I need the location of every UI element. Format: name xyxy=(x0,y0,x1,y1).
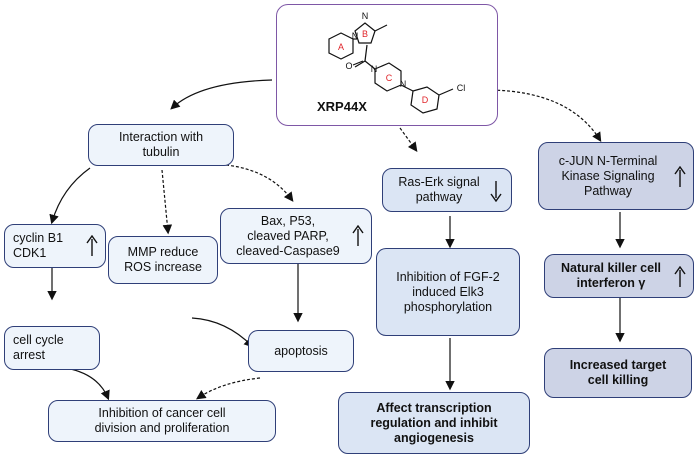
arrow-cellcycle-to-inhibition xyxy=(65,367,110,401)
down-arrow-icon xyxy=(490,181,502,202)
pyrazole-ring xyxy=(354,22,376,44)
ring-label-d: D xyxy=(422,95,429,105)
compound-name: XRP44X xyxy=(317,99,367,114)
arrow-mmp-to-apoptosis xyxy=(191,317,254,348)
atom-o: O xyxy=(345,61,352,71)
atom-cl: Cl xyxy=(457,83,466,93)
arrow-tubulin-to-cyclin xyxy=(49,167,91,225)
ring-label-a: A xyxy=(338,42,344,52)
arrow-compound-to-tubulin xyxy=(170,79,273,110)
up-arrow-icon xyxy=(86,235,98,256)
compound-structure: A B C D N N O N N Cl xyxy=(328,11,466,114)
node-bax: Bax, P53,cleaved PARP,cleaved-Caspase9 xyxy=(220,208,372,264)
up-arrow-icon xyxy=(674,266,686,287)
node-apoptosis: apoptosis xyxy=(248,330,354,372)
arrow-compound-to-raserk xyxy=(399,127,418,152)
phenyl-ring-a xyxy=(328,32,354,60)
ring-label-b: B xyxy=(362,29,368,39)
up-arrow-icon xyxy=(674,166,686,187)
atom-n4: N xyxy=(400,79,407,89)
arrow-tubulin-to-mmp xyxy=(161,169,173,235)
compound-box: A B C D N N O N N Cl XRP44X xyxy=(276,4,498,126)
atom-n1: N xyxy=(362,11,369,21)
atom-n2: N xyxy=(352,31,359,41)
arrow-tubulin-to-bax xyxy=(225,164,294,202)
atom-n3: N xyxy=(371,64,378,74)
ring-label-c: C xyxy=(386,73,393,83)
arrow-compound-to-jun xyxy=(491,89,602,143)
chlorophenyl-ring-d xyxy=(410,86,440,114)
up-arrow-icon xyxy=(352,225,364,246)
arrow-apoptosis-to-inhibition xyxy=(196,377,261,400)
